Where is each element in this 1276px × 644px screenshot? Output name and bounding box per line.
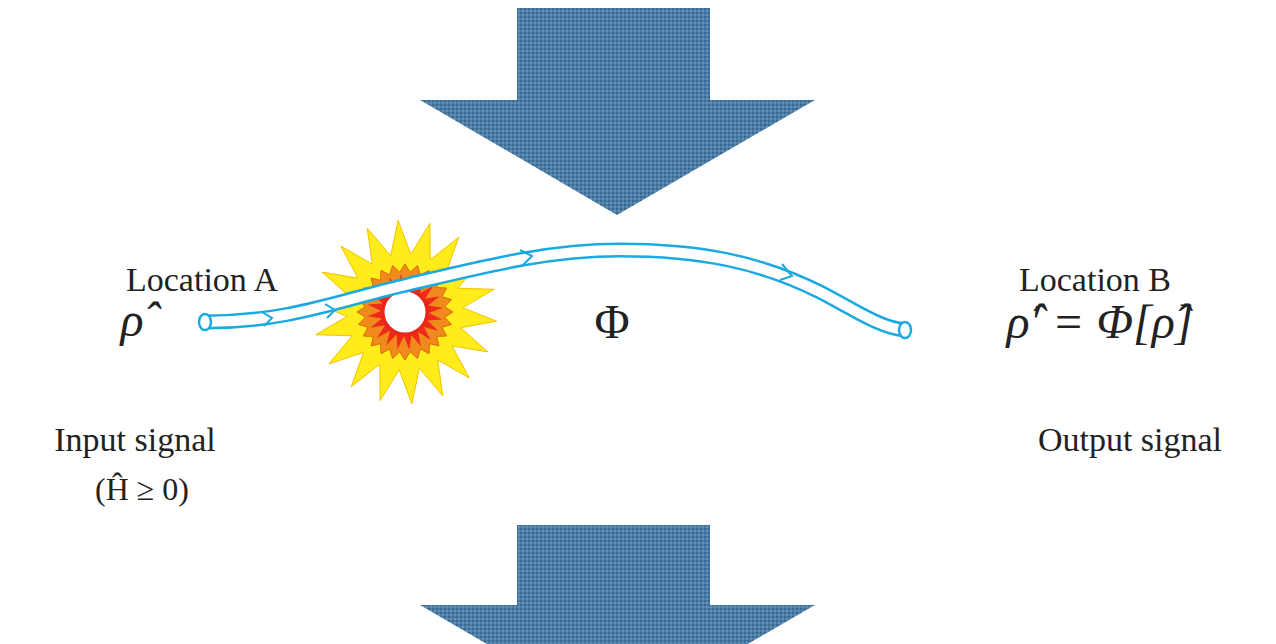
starburst-outer: [314, 220, 497, 403]
bottom-arrow: [420, 525, 815, 644]
tube-end: [199, 314, 211, 330]
signal-label: Output signal: [1038, 421, 1222, 458]
signal-label: Input signal: [54, 421, 215, 458]
top-arrow: [420, 8, 815, 215]
channel-tube-inner: [205, 250, 905, 330]
channel-tube: [205, 250, 905, 330]
noise-starburst: [314, 220, 497, 403]
energy-condition: (Ĥ ≥ 0): [95, 472, 189, 507]
tube-end: [899, 322, 911, 338]
flow-chevrons: [262, 250, 792, 326]
location-label: Location B: [1019, 261, 1171, 298]
location-label: Location A: [126, 261, 278, 298]
input-state: ρ̂: [120, 294, 143, 347]
output-state: ρ̂′ = Φ[ρ̂]: [1007, 296, 1194, 349]
channel-symbol: Φ: [594, 296, 629, 349]
